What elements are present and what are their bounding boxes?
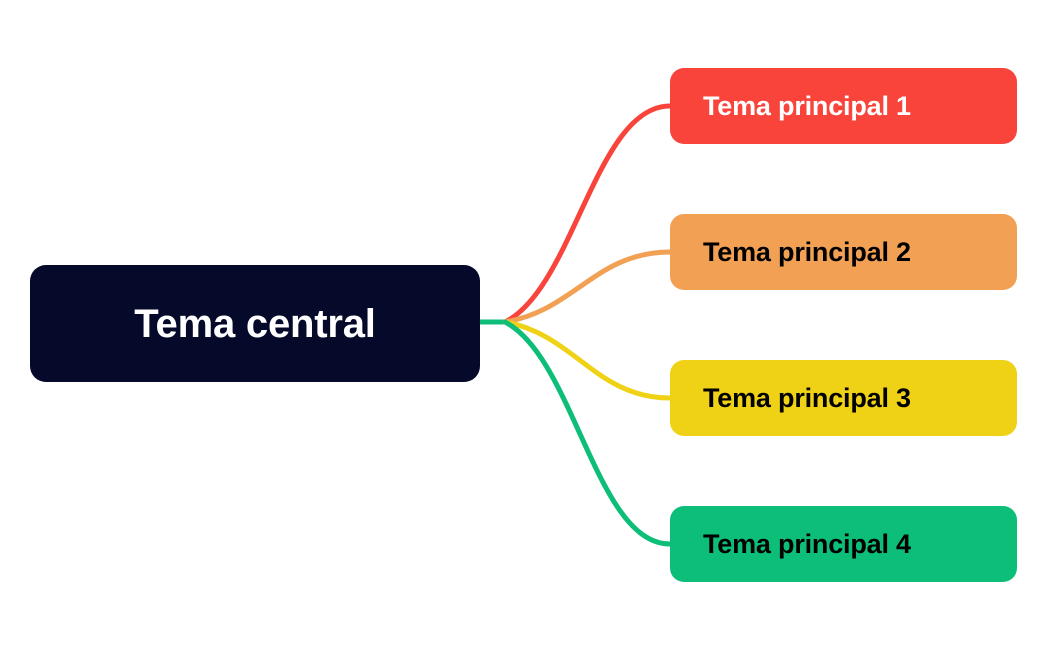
branch-label-topic-1: Tema principal 1 xyxy=(703,90,911,121)
branch-node-topic-2[interactable]: Tema principal 2 xyxy=(670,214,1017,290)
branch-label-topic-4: Tema principal 4 xyxy=(703,528,911,559)
connector-to-topic-1 xyxy=(502,103,673,325)
branch-label-topic-2: Tema principal 2 xyxy=(703,236,911,267)
branch-node-topic-3[interactable]: Tema principal 3 xyxy=(670,360,1017,436)
branch-node-topic-4[interactable]: Tema principal 4 xyxy=(670,506,1017,582)
central-topic-node[interactable]: Tema central xyxy=(30,265,480,382)
branch-label-topic-3: Tema principal 3 xyxy=(703,382,911,413)
branch-node-topic-1[interactable]: Tema principal 1 xyxy=(670,68,1017,144)
connector-to-topic-3 xyxy=(502,319,673,401)
connector-to-topic-2 xyxy=(502,249,673,325)
connector-to-topic-4 xyxy=(502,319,673,547)
central-topic-label: Tema central xyxy=(134,301,376,346)
